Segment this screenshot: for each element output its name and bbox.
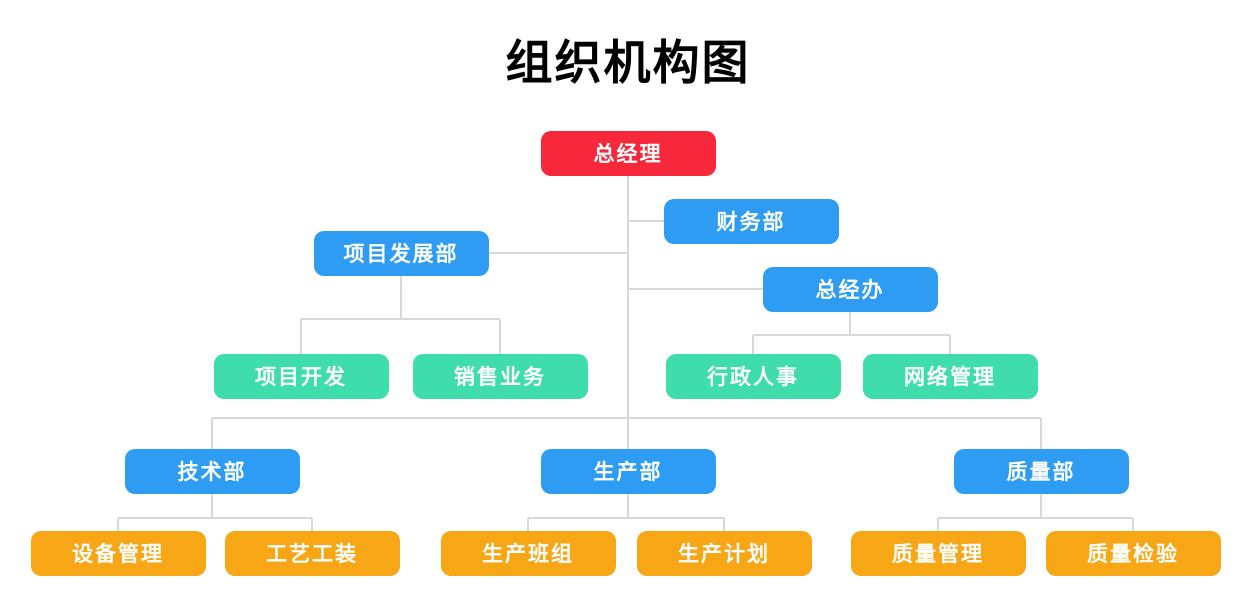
org-node-production-dept: 生产部 [540,448,716,494]
org-node-quality-mgmt: 质量管理 [850,530,1026,576]
page-title: 组织机构图 [505,36,751,89]
org-node-production-team: 生产班组 [440,530,616,576]
org-node-equipment-mgmt: 设备管理 [30,530,206,576]
org-node-project-dev-dept: 项目发展部 [313,230,489,276]
org-node-sales-business: 销售业务 [412,353,588,399]
org-node-general-manager: 总经理 [540,130,716,176]
org-node-admin-hr: 行政人事 [665,353,841,399]
org-node-process-tooling: 工艺工装 [224,530,400,576]
org-node-production-plan: 生产计划 [636,530,812,576]
org-node-project-dev: 项目开发 [213,353,389,399]
org-node-quality-dept: 质量部 [953,448,1129,494]
org-node-network-mgmt: 网络管理 [862,353,1038,399]
org-node-finance-dept: 财务部 [663,198,839,244]
org-node-tech-dept: 技术部 [124,448,300,494]
org-node-quality-inspection: 质量检验 [1045,530,1221,576]
org-node-gm-office: 总经办 [762,266,938,312]
